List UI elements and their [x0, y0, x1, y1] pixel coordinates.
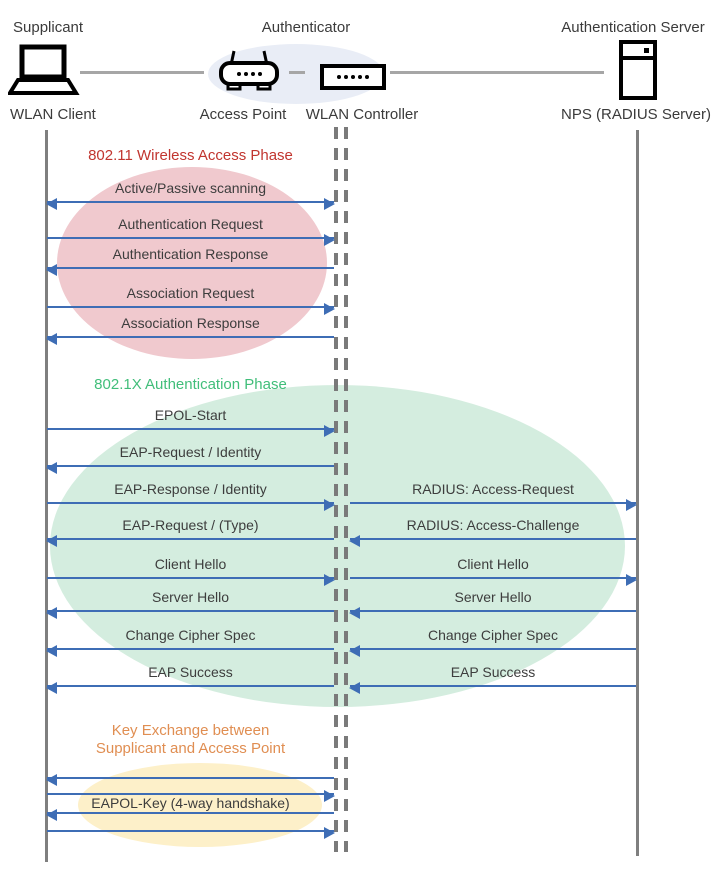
- message-label: Client Hello: [154, 556, 227, 572]
- message-arrow: [47, 827, 335, 839]
- device-wlan-client: WLAN Client: [10, 106, 96, 123]
- message-arrow: [47, 499, 335, 511]
- message-label: EAP-Response / Identity: [114, 481, 267, 497]
- message-label: RADIUS: Access-Challenge: [406, 517, 580, 533]
- message-arrow: [47, 790, 335, 802]
- phase-title-key-exchange: Key Exchange between Supplicant and Acce…: [95, 722, 286, 757]
- message-arrow: [46, 462, 334, 474]
- message-arrow: [46, 607, 334, 619]
- message-arrow: [47, 234, 335, 246]
- message-label: Server Hello: [151, 589, 230, 605]
- message-label: EAPOL-Key (4-way handshake): [91, 795, 290, 811]
- connector-client-ap: [80, 71, 204, 74]
- message-arrow: [46, 774, 334, 786]
- message-arrow: [47, 303, 335, 315]
- connector-controller-server: [390, 71, 604, 74]
- message-arrow: [350, 499, 637, 511]
- client-lifeline: [45, 130, 48, 862]
- message-arrow: [46, 198, 335, 210]
- access-point-icon: [218, 49, 280, 98]
- message-arrow: [46, 264, 334, 276]
- message-label: EAP Success: [450, 664, 536, 680]
- controller-lifeline-dash-left: [334, 127, 338, 852]
- role-supplicant: Supplicant: [13, 19, 84, 36]
- message-label: Authentication Request: [118, 216, 263, 232]
- phase-title-authentication: 802.1X Authentication Phase: [94, 376, 287, 393]
- message-label: Change Cipher Spec: [125, 627, 256, 643]
- message-label: Association Request: [126, 285, 255, 301]
- message-arrow: [46, 682, 334, 694]
- message-label: EAP Success: [148, 664, 233, 680]
- message-label: Active/Passive scanning: [115, 180, 266, 196]
- role-authenticator: Authenticator: [261, 19, 351, 36]
- device-access-point: Access Point: [199, 106, 287, 123]
- message-label: EAP-Request / Identity: [119, 444, 262, 460]
- server-icon: [619, 40, 657, 105]
- server-lifeline: [636, 130, 639, 856]
- message-label: Association Response: [121, 315, 260, 331]
- message-label: Authentication Response: [112, 246, 269, 262]
- phase-title-wireless-access: 802.11 Wireless Access Phase: [88, 147, 293, 164]
- message-arrow: [46, 535, 334, 547]
- message-arrow: [349, 645, 636, 657]
- device-wlan-controller: WLAN Controller: [305, 106, 419, 123]
- message-arrow: [349, 607, 636, 619]
- message-arrow: [46, 809, 334, 821]
- message-arrow: [349, 682, 636, 694]
- message-arrow: [47, 425, 335, 437]
- wlan-controller-icon: [320, 64, 386, 95]
- role-authentication-server: Authentication Server: [561, 19, 705, 36]
- message-label: Change Cipher Spec: [428, 627, 558, 643]
- message-arrow: [47, 574, 335, 586]
- message-label: Server Hello: [454, 589, 532, 605]
- message-label: RADIUS: Access-Request: [412, 481, 574, 497]
- controller-lifeline-dash-right: [344, 127, 348, 852]
- laptop-icon: [6, 43, 80, 102]
- message-arrow: [349, 535, 636, 547]
- message-arrow: [46, 333, 334, 345]
- message-arrow: [46, 645, 334, 657]
- device-nps: NPS (RADIUS Server): [560, 106, 712, 123]
- connector-ap-controller: [289, 71, 305, 74]
- message-label: EAP-Request / (Type): [122, 517, 259, 533]
- message-label: EPOL-Start: [154, 407, 227, 423]
- wireless-access-phase-ellipse: [57, 167, 327, 359]
- message-arrow: [350, 574, 637, 586]
- message-label: Client Hello: [457, 556, 529, 572]
